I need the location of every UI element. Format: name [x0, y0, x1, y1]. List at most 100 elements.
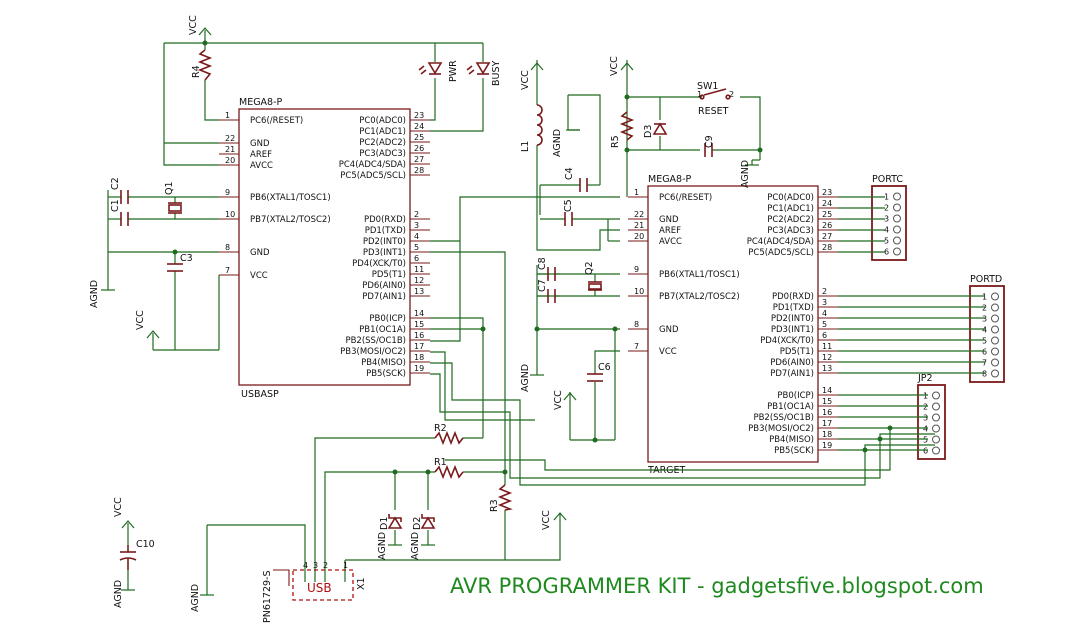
pin-number: 27	[822, 232, 832, 241]
sw1-reset-label: RESET	[698, 106, 729, 117]
pin-name: PC5(ADC5/SCL)	[748, 248, 814, 258]
pin-name: PD7(AIN1)	[770, 369, 814, 379]
vcc-label: VCC	[609, 56, 620, 76]
pin-name: PB7(XTAL2/TOSC2)	[659, 292, 740, 302]
r1-label: R1	[434, 457, 447, 468]
pin-number: 22	[225, 134, 235, 143]
pin-number: 13	[414, 287, 424, 296]
pin-name: GND	[659, 215, 679, 225]
crystal-q2-icon	[588, 281, 602, 291]
agnd-label: AGND	[113, 580, 124, 608]
chip-name-label: USBASP	[241, 389, 279, 400]
sw1-pin2-label: 2	[729, 90, 734, 99]
pin-number: 2	[414, 210, 419, 219]
capacitor-c1-icon	[120, 212, 129, 226]
agnd-symbol-icon	[745, 160, 759, 166]
diode-d1-icon	[387, 514, 403, 529]
pin-number: 11	[822, 342, 832, 351]
pin-number: 14	[414, 309, 424, 318]
inductor-l1-icon	[536, 104, 543, 146]
header-pin-icon	[991, 325, 999, 334]
vcc-arrow-icon	[121, 520, 135, 545]
pin-name: PC2(ADC2)	[767, 215, 814, 225]
usb-part-label: PN61729-S	[262, 570, 273, 623]
header-pin-number: 6	[923, 447, 928, 456]
vcc-label: VCC	[188, 15, 199, 35]
pin-name: AREF	[659, 226, 681, 236]
pin-number: 25	[822, 210, 832, 219]
agnd-label: AGND	[377, 532, 388, 560]
capacitor-c5-icon	[564, 212, 573, 226]
header-pin-number: 7	[982, 359, 987, 368]
header-label: PORTC	[872, 174, 903, 185]
header-pin-icon	[991, 358, 999, 367]
pin-name: PC5(ADC5/SCL)	[340, 171, 406, 181]
pin-name: PC6(/RESET)	[659, 193, 712, 203]
vcc-arrow-icon	[146, 330, 160, 350]
header-pin-icon	[893, 203, 901, 212]
pin-number: 2	[822, 287, 827, 296]
capacitor-c4-icon	[579, 178, 588, 192]
pin-name: PD2(INT0)	[363, 237, 406, 247]
header-pin-number: 4	[923, 425, 928, 434]
target-chip: MEGA8-PTARGET1PC6(/RESET)22GND21AREF20AV…	[628, 174, 838, 476]
pin-name: PD4(XCK/T0)	[352, 259, 406, 269]
header-label: JP2	[917, 373, 933, 384]
pin-number: 18	[822, 430, 832, 439]
q2-label: Q2	[584, 261, 595, 275]
led-pwr-label: PWR	[448, 60, 459, 82]
pin-name: PC0(ADC0)	[359, 116, 406, 126]
usb-pin-label: 4	[303, 561, 308, 570]
c10-label: C10	[136, 539, 155, 550]
pin-number: 7	[634, 342, 639, 351]
pin-number: 21	[225, 145, 235, 154]
header-body	[871, 185, 907, 261]
r5-label: R5	[610, 135, 621, 148]
usb-pin-label: 2	[323, 561, 328, 570]
usb-pin-label: 3	[313, 561, 318, 570]
header-pin-icon	[932, 424, 940, 433]
header-pin-number: 4	[884, 226, 889, 235]
pin-name: PC1(ADC1)	[767, 204, 814, 214]
pin-name: PD7(AIN1)	[362, 292, 406, 302]
q1-label: Q1	[164, 181, 175, 195]
vcc-label: VCC	[553, 390, 564, 410]
pin-name: PB7(XTAL2/TOSC2)	[250, 215, 331, 225]
pin-number: 6	[414, 254, 419, 263]
header-pin-icon	[932, 446, 940, 455]
pin-name: PD5(T1)	[372, 270, 406, 280]
vcc-arrow-icon	[198, 27, 212, 43]
header-pin-icon	[932, 413, 940, 422]
header-pin-icon	[893, 247, 901, 256]
c3-label: C3	[180, 253, 193, 264]
pin-name: AVCC	[659, 237, 682, 247]
r4-label: R4	[191, 65, 202, 78]
pin-name: PD3(INT1)	[363, 248, 406, 258]
pin-name: PC1(ADC1)	[359, 127, 406, 137]
header-pin-number: 3	[923, 414, 928, 423]
pin-number: 17	[414, 342, 424, 351]
pin-name: PD2(INT0)	[771, 314, 814, 324]
pin-name: PD6(AIN0)	[362, 281, 406, 291]
header-pin-icon	[991, 314, 999, 323]
pin-name: GND	[250, 139, 270, 149]
c4-label: C4	[564, 167, 575, 180]
pin-number: 9	[225, 188, 230, 197]
header-body	[917, 384, 946, 460]
usb-ref-label: X1	[356, 577, 367, 590]
pin-number: 3	[822, 298, 827, 307]
pin-name: PC2(ADC2)	[359, 138, 406, 148]
pin-name: PB3(MOSI/OC2)	[748, 424, 814, 434]
pin-name: PC4(ADC4/SDA)	[747, 237, 814, 247]
resistor-r2-icon	[434, 430, 464, 446]
resistor-r4-icon	[197, 49, 213, 81]
pin-number: 28	[414, 166, 424, 175]
pin-number: 8	[225, 243, 230, 252]
agnd-symbol-icon	[200, 590, 214, 596]
sw1-pin1-label: 1	[697, 90, 702, 99]
pin-number: 20	[634, 232, 644, 241]
pin-name: PD0(RXD)	[772, 292, 814, 302]
c9-label: C9	[704, 135, 715, 148]
chip-part-label: MEGA8-P	[648, 174, 692, 185]
